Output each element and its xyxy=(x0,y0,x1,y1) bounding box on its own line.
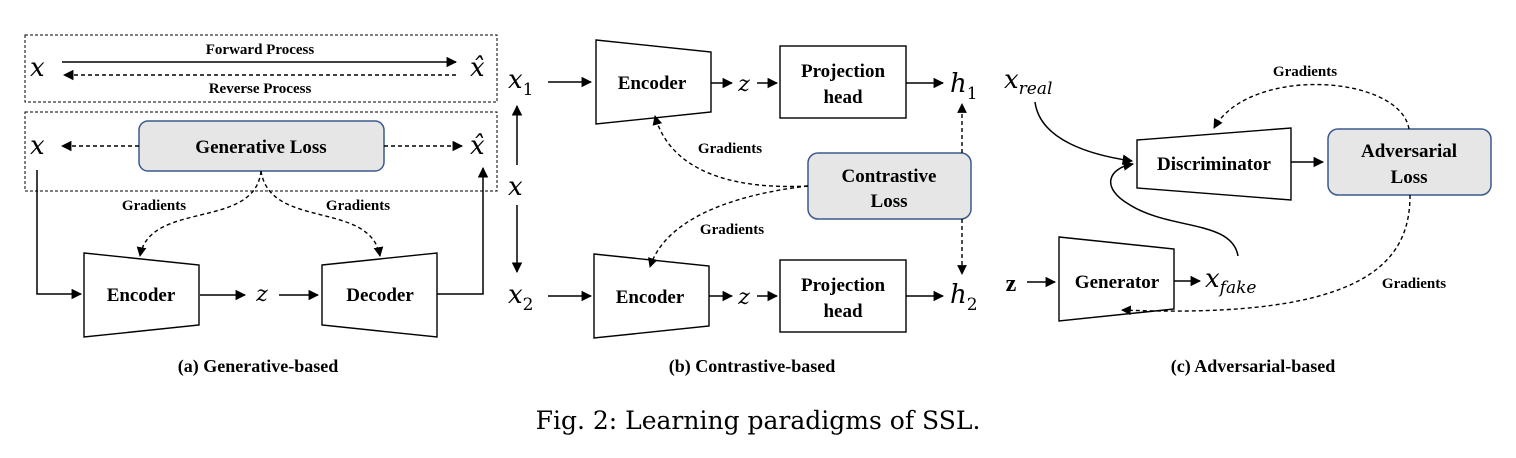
generative-caption: (a) Generative-based xyxy=(178,356,338,377)
contrastive-panel: x1 x x2 Encoder z Projection head h1 Enc… xyxy=(508,39,978,377)
con-encoder-top-label: Encoder xyxy=(618,73,687,94)
x-real-input: xreal xyxy=(1004,65,1052,99)
adversarial-caption: (c) Adversarial-based xyxy=(1171,356,1335,377)
generative-loss-label: Generative Loss xyxy=(195,137,326,158)
decoder-to-xhat-arrow xyxy=(437,166,489,295)
gen-latent-z: z xyxy=(255,282,268,307)
contrastive-gradients-bottom: Gradients xyxy=(700,222,764,238)
x2-input: x2 xyxy=(508,280,534,315)
figure-caption: Fig. 2: Learning paradigms of SSL. xyxy=(536,406,981,435)
gradient-to-encoder-bottom xyxy=(648,185,809,268)
adversarial-loss-label: Adversarial xyxy=(1361,141,1457,162)
gradients-label-right: Gradients xyxy=(326,198,390,214)
gradient-to-encoder-top xyxy=(652,115,809,188)
generative-panel: Forward Process Reverse Process x x̂ x x… xyxy=(24,34,498,377)
discriminator-label: Discriminator xyxy=(1157,154,1272,175)
adversarial-loss-label-2: Loss xyxy=(1391,167,1428,188)
con-latent-z-bottom: z xyxy=(737,285,750,310)
gradient-to-generator xyxy=(1121,194,1411,316)
gen-encoder-trapezoid xyxy=(83,252,200,338)
x-real-to-discriminator-arrow xyxy=(1034,101,1134,165)
projection-head-bottom-label-2: head xyxy=(823,301,863,322)
contrastive-loss-label-2: Loss xyxy=(871,191,908,212)
gen-decoder-label: Decoder xyxy=(346,285,414,306)
adversarial-gradients-bottom: Gradients xyxy=(1382,276,1446,292)
x1-input: x1 xyxy=(508,65,534,100)
loss-region-box xyxy=(24,111,498,192)
projection-head-bottom-box xyxy=(779,259,907,333)
projection-head-top-label: Projection xyxy=(801,61,885,82)
projection-head-bottom-label: Projection xyxy=(801,275,885,296)
x-fake-to-discriminator-arrow xyxy=(1110,160,1239,257)
contrastive-caption: (b) Contrastive-based xyxy=(669,356,836,377)
contrastive-loss-label: Contrastive xyxy=(842,166,937,187)
generator-label: Generator xyxy=(1075,272,1160,293)
gradient-to-decoder xyxy=(260,170,384,257)
con-latent-z-top: z xyxy=(737,72,750,97)
adversarial-panel: xreal Discriminator Adversarial Loss Gra… xyxy=(1004,64,1492,377)
process-box xyxy=(24,34,498,103)
con-encoder-top-trapezoid xyxy=(595,39,712,125)
x-source: x xyxy=(508,172,523,202)
h2-output: h2 xyxy=(950,280,978,315)
con-encoder-bottom-label: Encoder xyxy=(616,287,685,308)
forward-process-label: Forward Process xyxy=(206,42,315,58)
h1-output: h1 xyxy=(950,69,978,104)
gen-decoder-trapezoid xyxy=(321,252,438,338)
projection-head-top-box xyxy=(779,45,907,119)
gradient-to-encoder xyxy=(136,170,262,257)
gradient-to-discriminator xyxy=(1213,83,1410,130)
x-input-top: x xyxy=(30,53,45,83)
x-hat-top: x̂ xyxy=(470,53,485,83)
gradients-label-left: Gradients xyxy=(122,198,186,214)
adversarial-gradients-top: Gradients xyxy=(1273,64,1337,80)
x-fake-output: xfake xyxy=(1205,264,1256,298)
generator-trapezoid xyxy=(1058,236,1175,322)
x-to-encoder-arrow xyxy=(36,170,83,300)
projection-head-top-label-2: head xyxy=(823,87,863,108)
contrastive-gradients-top: Gradients xyxy=(698,141,762,157)
con-encoder-bottom-trapezoid xyxy=(593,253,710,339)
noise-z: z xyxy=(1006,271,1017,297)
discriminator-trapezoid xyxy=(1136,127,1292,201)
reverse-process-label: Reverse Process xyxy=(209,81,312,97)
x-hat-output: x̂ xyxy=(470,131,485,161)
x-input: x xyxy=(30,131,45,161)
gen-encoder-label: Encoder xyxy=(107,285,176,306)
